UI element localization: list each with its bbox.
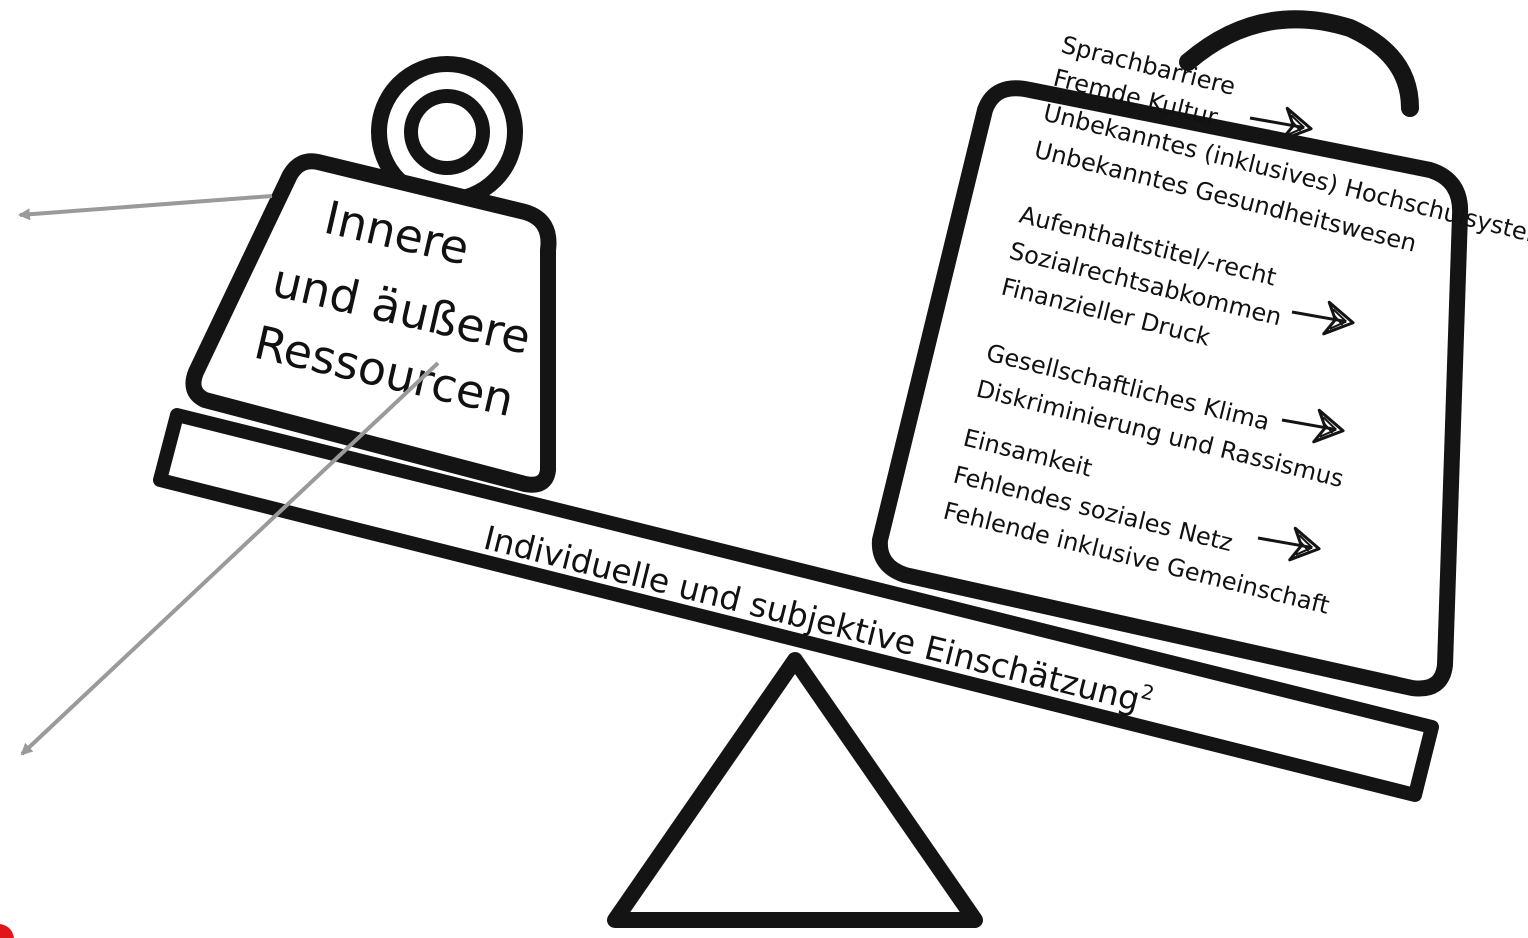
pointer-arrow-lower [20,361,440,756]
right-weight-handle [1179,10,1419,117]
left-weight-body [185,153,557,493]
sketch-arrow-icon [1291,300,1355,336]
corner-accent-mark [0,924,14,938]
sketch-arrow-icon [1281,408,1345,444]
seesaw-beam [153,408,1439,802]
fulcrum-triangle [607,652,983,928]
beam-label-superscript: 2 [1139,679,1157,705]
sketch-arrow-icon [1249,106,1313,142]
pointer-arrow-upper [18,194,273,221]
left-weight: Innere und äußere Ressourcen [185,56,557,493]
sketch-arrow-icon [1257,526,1321,562]
left-weight-handle-hole [404,89,490,175]
right-weight: Sprachbarriere Fremde Kultur Unbekanntes… [871,10,1528,697]
right-weight-body [871,80,1469,697]
